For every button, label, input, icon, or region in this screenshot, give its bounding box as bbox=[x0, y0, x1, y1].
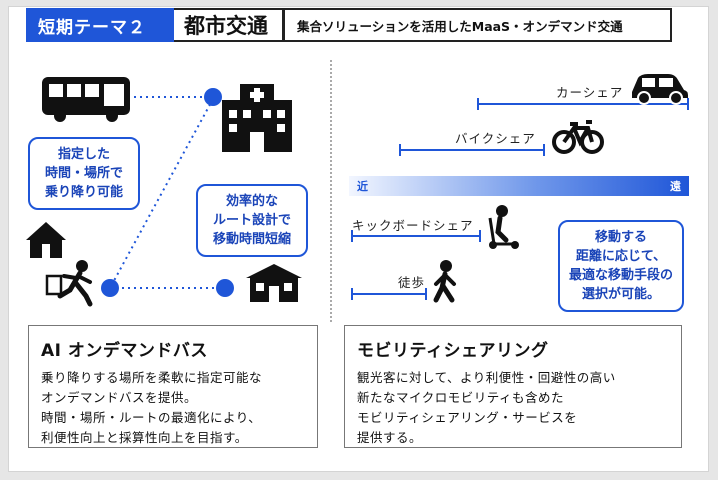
panel-line: モビリティシェアリング・サービスを bbox=[357, 410, 578, 425]
ai-on-demand-bus-panel: AI オンデマンドバス 乗り降りする場所を柔軟に指定可能な オンデマンドバスを提… bbox=[28, 325, 318, 448]
theme-label: 短期テーマ２ bbox=[26, 8, 174, 42]
bicycle-icon bbox=[552, 120, 604, 154]
walk-range-line bbox=[351, 288, 427, 300]
far-label: 遠 bbox=[670, 180, 681, 193]
kickboard-scooter-icon bbox=[488, 205, 519, 249]
on-demand-bus-diagram bbox=[26, 77, 302, 307]
mobility-sharing-diagram bbox=[351, 74, 689, 303]
bubble-optimal-choice: 移動する 距離に応じて、 最適な移動手段の 選択が可能。 bbox=[558, 220, 684, 312]
car-range-line bbox=[477, 98, 689, 110]
bubble-line: 指定した bbox=[57, 147, 110, 162]
kickboard-range-line bbox=[351, 230, 481, 242]
panel-title: AI オンデマンドバス bbox=[41, 341, 208, 361]
page-title: 都市交通 bbox=[174, 8, 284, 42]
panel-title: モビリティシェアリング bbox=[357, 341, 549, 361]
hospital-icon bbox=[222, 84, 292, 152]
panel-line: 提供する。 bbox=[357, 430, 423, 445]
route-node-home bbox=[216, 279, 234, 297]
route-node-pickup bbox=[101, 279, 119, 297]
center-divider bbox=[330, 60, 332, 322]
bus-icon bbox=[42, 77, 130, 122]
panel-body: 乗り降りする場所を柔軟に指定可能な オンデマンドバスを提供。 時間・場所・ルート… bbox=[41, 368, 317, 448]
route-node-hospital bbox=[204, 88, 222, 106]
bike-range-line bbox=[399, 144, 545, 156]
running-person-icon bbox=[45, 260, 93, 307]
car-icon bbox=[632, 74, 688, 105]
panel-line: 乗り降りする場所を柔軟に指定可能な bbox=[41, 370, 263, 385]
bike-share-label: バイクシェア bbox=[455, 131, 536, 146]
house-icon bbox=[26, 222, 66, 258]
bubble-line: 乗り降り可能 bbox=[44, 185, 123, 200]
bubble-line: 選択が可能。 bbox=[581, 287, 660, 302]
distance-scale-bar: 近 遠 bbox=[349, 176, 689, 196]
panel-line: 観光客に対して、より利便性・回避性の高い bbox=[357, 370, 616, 385]
bubble-line: 移動する bbox=[594, 230, 647, 245]
large-house-icon bbox=[246, 264, 302, 302]
panel-line: オンデマンドバスを提供。 bbox=[41, 390, 198, 405]
panel-line: 時間・場所・ルートの最適化により、 bbox=[41, 410, 262, 425]
panel-line: 新たなマイクロモビリティも含めた bbox=[357, 390, 565, 405]
bubble-line: 距離に応じて、 bbox=[575, 249, 667, 264]
bubble-line: 効率的な bbox=[225, 194, 278, 209]
walking-person-icon bbox=[433, 260, 456, 303]
panel-line: 利便性向上と採算性向上を目指す。 bbox=[41, 430, 248, 445]
bubble-line: ルート設計で bbox=[212, 213, 291, 228]
bubble-flexible-stops: 指定した 時間・場所で 乗り降り可能 bbox=[28, 137, 140, 210]
near-label: 近 bbox=[357, 180, 368, 193]
panel-body: 観光客に対して、より利便性・回避性の高い 新たなマイクロモビリティも含めた モビ… bbox=[357, 368, 681, 448]
kickboard-share-label: キックボードシェア bbox=[352, 218, 474, 233]
walk-label: 徒歩 bbox=[398, 275, 426, 290]
page-subtitle: 集合ソリューションを活用したMaaS・オンデマンド交通 bbox=[284, 8, 672, 42]
mobility-sharing-panel: モビリティシェアリング 観光客に対して、より利便性・回避性の高い 新たなマイクロ… bbox=[344, 325, 682, 448]
car-share-label: カーシェア bbox=[556, 85, 624, 100]
bubble-line: 移動時間短縮 bbox=[212, 232, 291, 247]
bubble-line: 時間・場所で bbox=[44, 166, 123, 181]
bubble-line: 最適な移動手段の bbox=[568, 268, 673, 283]
bubble-efficient-route: 効率的な ルート設計で 移動時間短縮 bbox=[196, 184, 308, 257]
